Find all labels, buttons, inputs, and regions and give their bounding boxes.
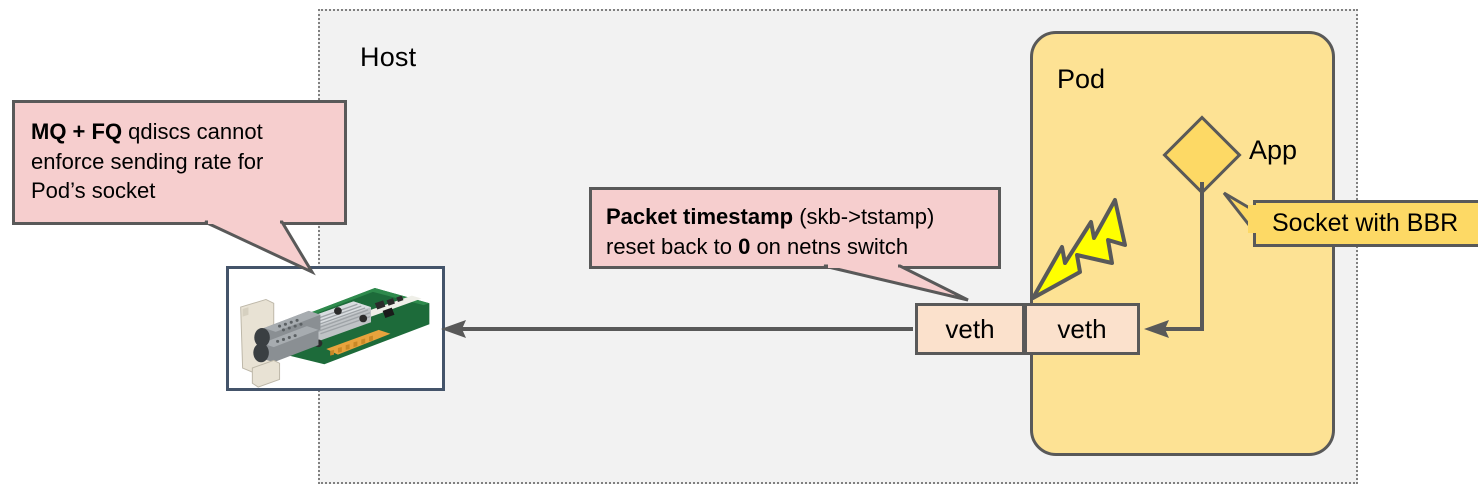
veth-host-endpoint[interactable]: veth	[915, 303, 1025, 355]
callout-run-bold: MQ + FQ	[31, 119, 123, 144]
veth-pod-endpoint[interactable]: veth	[1025, 303, 1140, 355]
callout-run: Pod’s socket	[31, 178, 156, 204]
callout-line: reset back to 0 on netns switch	[606, 232, 984, 262]
callout-line: enforce sending rate for	[31, 147, 328, 177]
packet-timestamp-callout-text: Packet timestamp (skb->tstamp)reset back…	[606, 202, 984, 261]
socket-bbr-callout: Socket with BBR	[1253, 200, 1478, 247]
pod-label: Pod	[1057, 64, 1106, 94]
callout-line: MQ + FQ qdiscs cannot	[31, 117, 328, 147]
mq-fq-callout-tail	[204, 220, 316, 276]
socket-bbr-callout-text: Socket with BBR	[1272, 209, 1459, 237]
callout-line: Packet timestamp (skb->tstamp)	[606, 202, 984, 232]
veth-pod-label: veth	[1057, 313, 1107, 344]
callout-run: enforce sending rate for	[31, 148, 264, 174]
packet-timestamp-callout: Packet timestamp (skb->tstamp)reset back…	[589, 187, 1001, 269]
app-label: App	[1249, 135, 1298, 165]
nic-card-panel	[226, 266, 445, 391]
callout-run-bold: 0	[738, 233, 751, 259]
callout-run: (skb->tstamp)	[793, 204, 935, 229]
veth-host-label: veth	[945, 313, 995, 344]
callout-line: Pod’s socket	[31, 176, 328, 206]
callout-run: reset back to	[606, 233, 739, 259]
callout-run-bold: Packet timestamp	[606, 204, 794, 229]
network-interface-card-icon	[229, 269, 442, 388]
callout-run: on netns switch	[750, 233, 909, 259]
host-label: Host	[360, 42, 417, 72]
callout-run: qdiscs cannot	[122, 119, 263, 144]
